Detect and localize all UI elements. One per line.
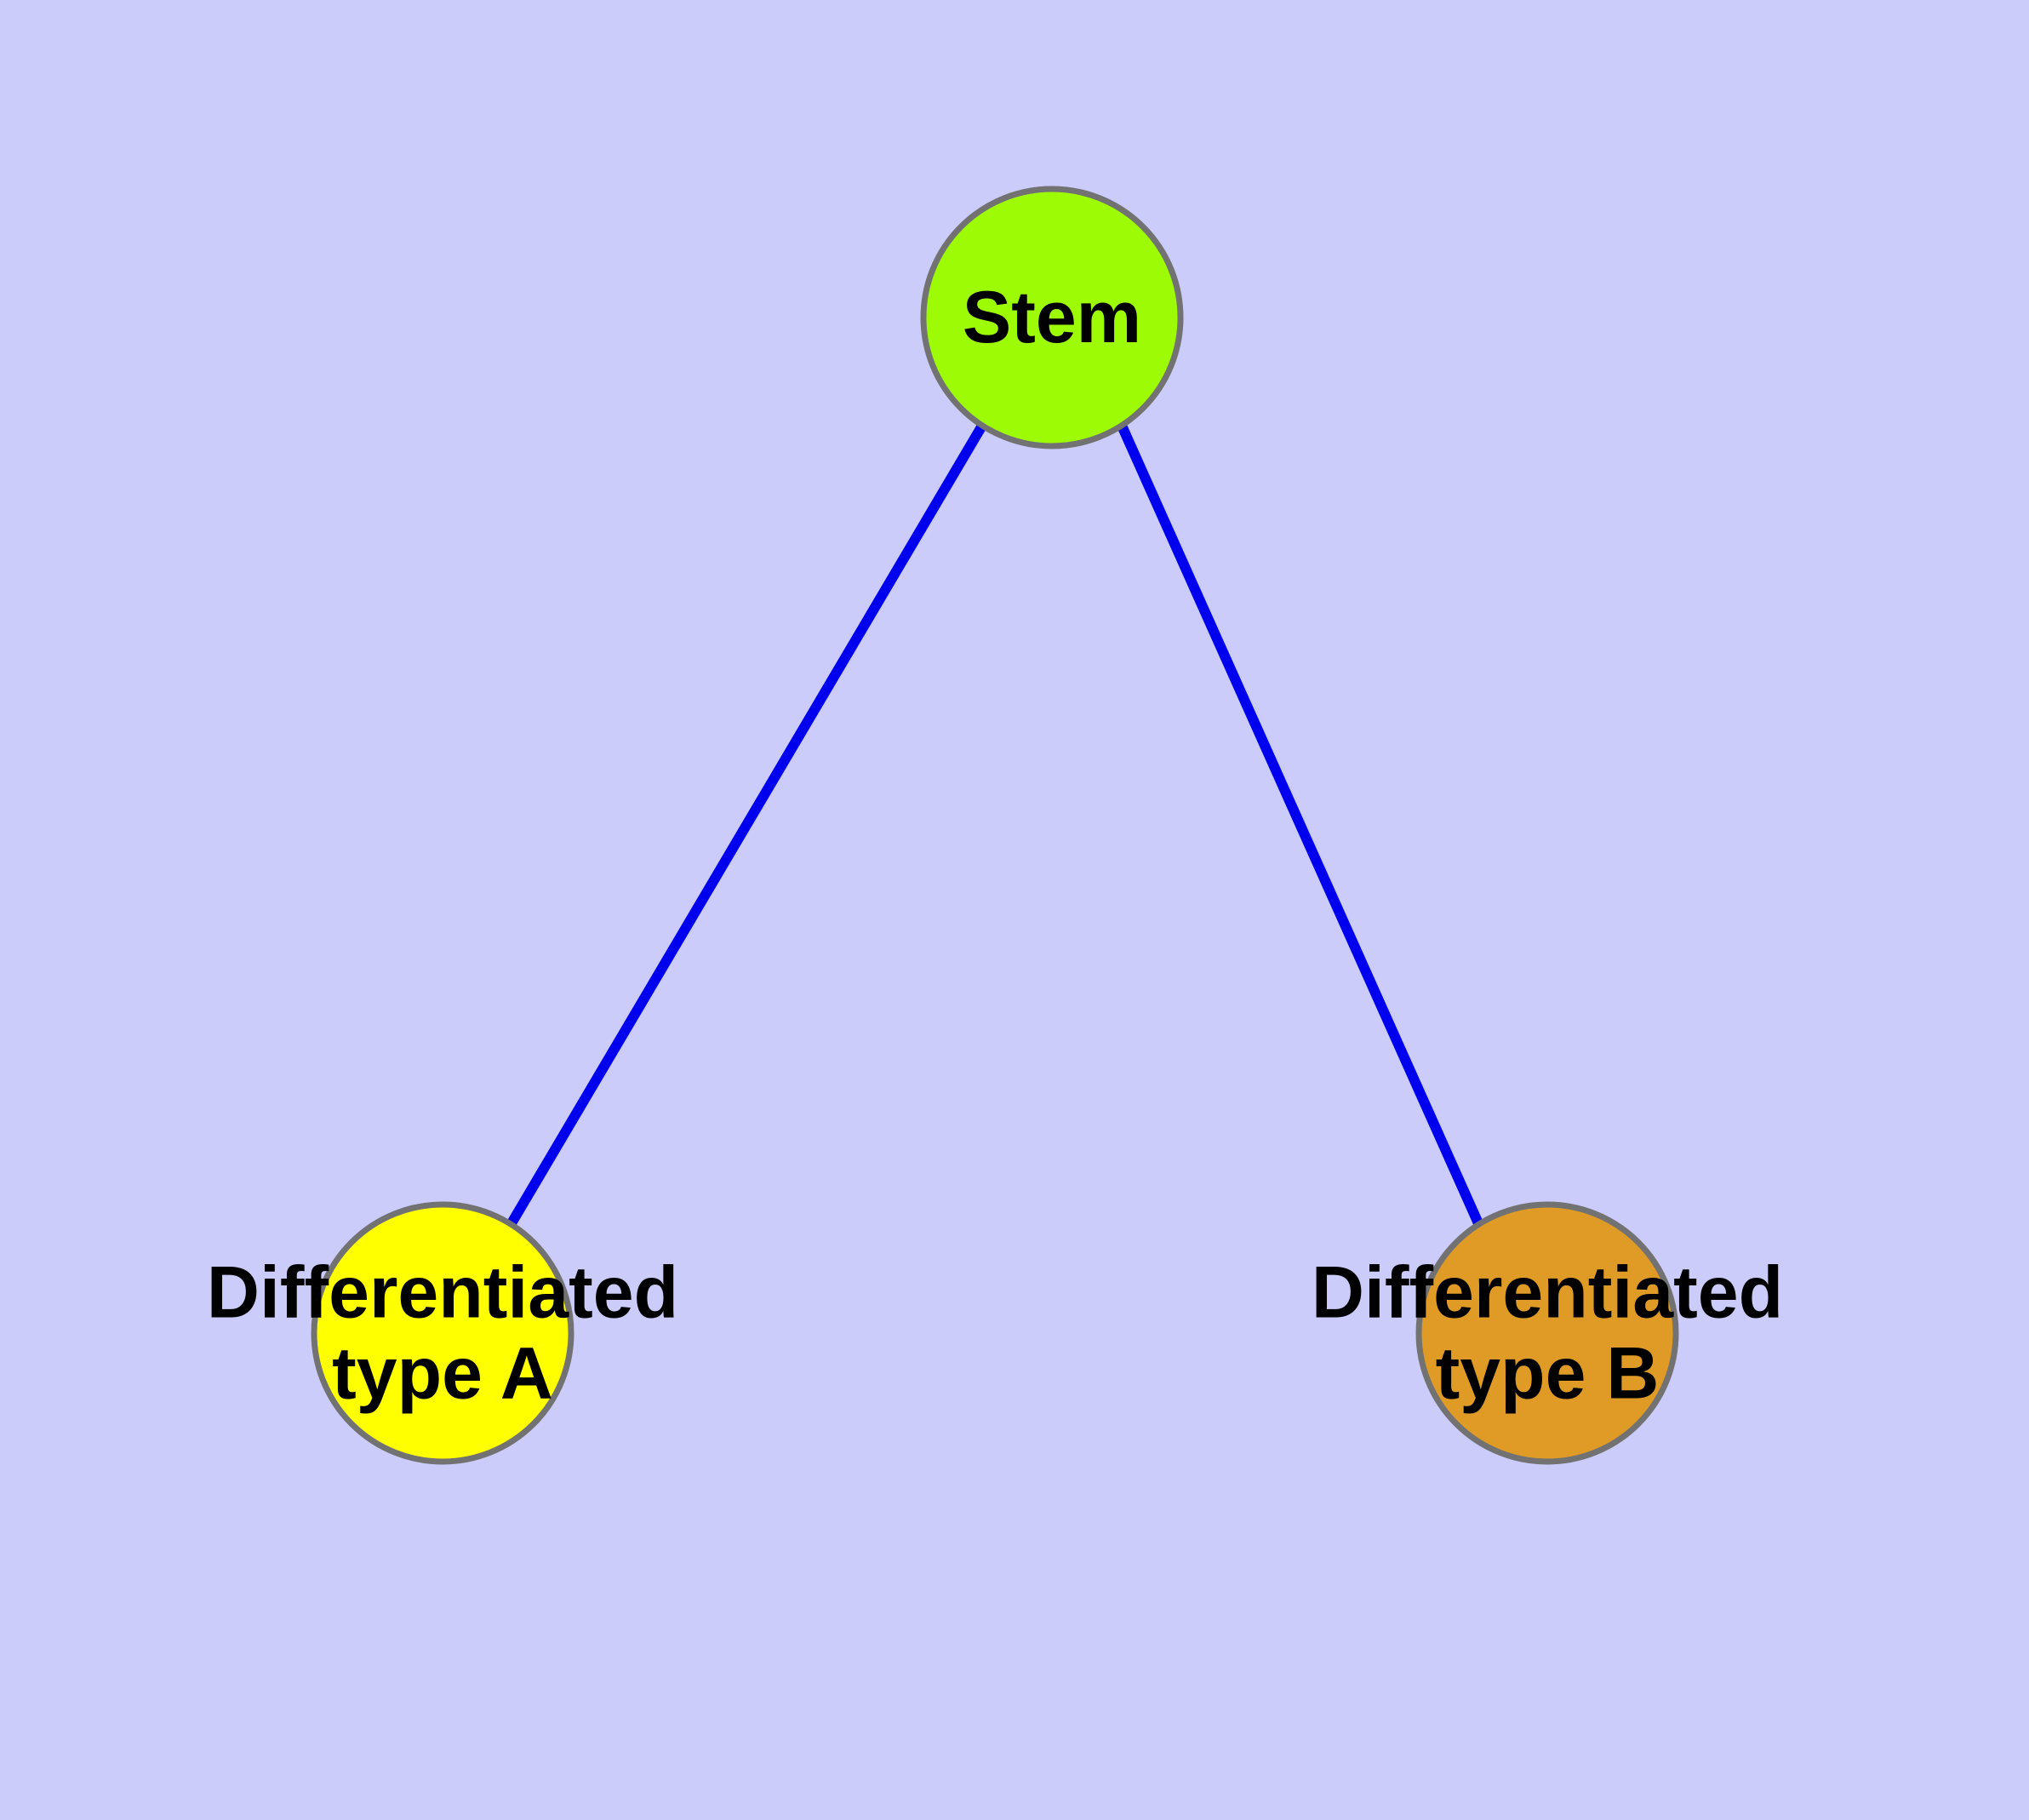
- nodes-group: [311, 186, 1679, 1465]
- node-label-line: Differentiated: [207, 1252, 678, 1334]
- node-label-line: type B: [1436, 1333, 1660, 1415]
- edge-stem-to-diff-a: [506, 422, 987, 1227]
- node-label-line: Stem: [963, 277, 1141, 358]
- edges-group: [506, 422, 1483, 1227]
- node-label-line: Differentiated: [1312, 1252, 1783, 1334]
- node-label-stem: Stem: [963, 277, 1141, 358]
- node-label-line: type A: [332, 1333, 553, 1415]
- node-diff-b[interactable]: [1415, 1201, 1679, 1465]
- node-diff-a[interactable]: [311, 1201, 574, 1465]
- node-stem[interactable]: [920, 186, 1184, 449]
- edge-stem-to-diff-b: [1117, 423, 1483, 1226]
